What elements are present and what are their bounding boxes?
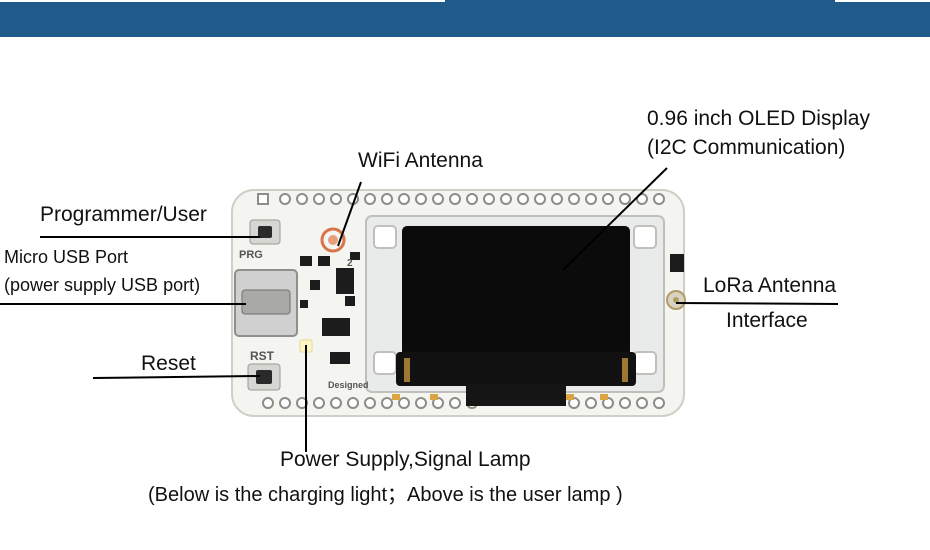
oled-mounts <box>373 225 657 375</box>
oled-label-line1: 0.96 inch OLED Display <box>647 107 870 130</box>
lora-callout-line <box>675 302 839 305</box>
lora-label-line1: LoRa Antenna <box>703 274 837 297</box>
oled-label-line2: (I2C Communication) <box>647 136 846 159</box>
reset-label: Reset <box>141 352 196 375</box>
lora-chip <box>670 254 684 272</box>
oled-callout-line <box>562 167 668 271</box>
reset-callout-line <box>92 375 261 379</box>
usb-label-line1: Micro USB Port <box>4 247 129 267</box>
small-components <box>300 252 360 364</box>
wifi-antenna-center <box>328 235 338 245</box>
bottom-pin-row <box>262 397 665 409</box>
square-pin-hole <box>257 193 269 205</box>
header-accent-line-left <box>0 0 445 2</box>
solder-pads <box>392 394 608 400</box>
usb-label-line2: (power supply USB port) <box>4 275 201 295</box>
header-accent-line-right <box>835 0 930 2</box>
silk-prg: PRG <box>239 249 263 261</box>
top-pin-row <box>257 193 665 205</box>
header-bar <box>0 0 930 37</box>
rst-button-cap <box>256 370 272 384</box>
oled-ribbon <box>396 352 636 386</box>
programmer-label: Programmer/User <box>40 203 207 226</box>
lora-label-line2: Interface <box>726 309 808 332</box>
wifi-antenna-label: WiFi Antenna <box>358 149 483 172</box>
silk-designed: Designed <box>328 380 369 390</box>
silk-ant-num: 2 <box>347 258 353 269</box>
wifi-antenna-coil <box>320 227 346 253</box>
wifi-callout-line <box>337 181 362 247</box>
oled-screen <box>402 226 630 356</box>
oled-ribbon-tail <box>466 384 566 406</box>
callout-lines <box>0 167 839 452</box>
lamp-label-line2: (Below is the charging light；Above is th… <box>148 484 623 506</box>
prg-button-cap <box>258 226 272 238</box>
silk-rst: RST <box>250 349 275 363</box>
lamp-label-line1: Power Supply,Signal Lamp <box>280 448 531 471</box>
